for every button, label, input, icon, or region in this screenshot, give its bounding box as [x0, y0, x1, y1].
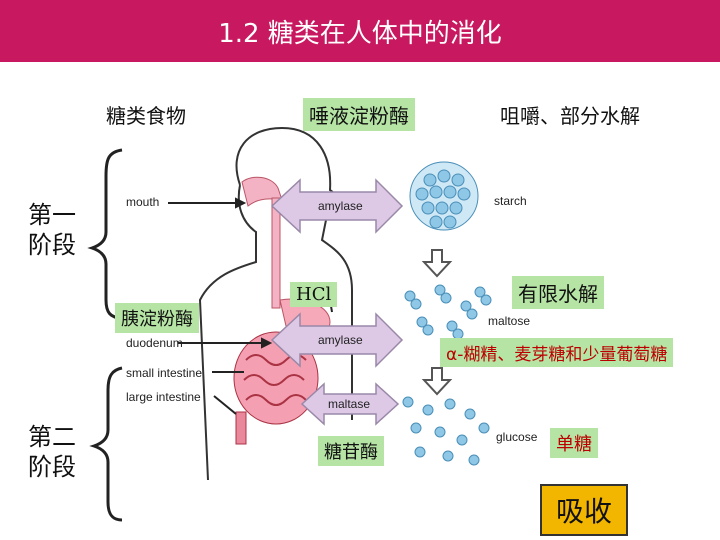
slide-title: 1.2 糖类在人体中的消化	[218, 18, 502, 49]
glycosidase-label: 糖苷酶	[318, 436, 384, 466]
maltose-molecules	[404, 284, 492, 340]
down-arrows	[421, 249, 453, 396]
enzyme-arrows	[270, 178, 404, 426]
absorption-label: 吸收	[540, 484, 629, 536]
maltase-label: maltase	[328, 397, 371, 411]
small-intestine-label: small intestine	[126, 366, 203, 380]
maltase-arrow	[300, 382, 400, 426]
amylase-mid-label: amylase	[318, 333, 363, 347]
amylase-arrow-mid	[270, 312, 404, 368]
esophagus	[241, 176, 283, 309]
starch-label: starch	[494, 194, 527, 208]
large-intestine-label: large intestine	[126, 390, 201, 404]
saliva-enzyme-label: 唾液淀粉酶	[303, 98, 415, 131]
glucose-label: glucose	[496, 430, 538, 444]
starch-molecule	[409, 161, 479, 231]
pancreatic-amylase-label: 胰淀粉酶	[115, 303, 199, 333]
title-bar: 1.2 糖类在人体中的消化	[0, 0, 720, 62]
amylase-top-label: amylase	[318, 199, 363, 213]
hcl-label: HCl	[290, 282, 338, 307]
maltose-label: maltose	[488, 314, 531, 328]
products-label: α-糊精、麦芽糖和少量葡萄糖	[440, 338, 674, 367]
pointer-lines	[168, 197, 333, 415]
stage-first: 第一 阶段	[28, 201, 76, 259]
duodenum-label: duodenum	[126, 336, 183, 350]
brace-second	[89, 366, 123, 522]
chewing-label: 咀嚼、部分水解	[500, 104, 640, 128]
limited-hydrolysis-label: 有限水解	[512, 276, 604, 309]
amylase-arrow-top	[270, 178, 404, 234]
monosaccharide-label: 单糖	[550, 428, 598, 458]
stage-second: 第二 阶段	[28, 423, 76, 481]
brace-first	[87, 148, 123, 320]
mouth-label: mouth	[126, 195, 160, 209]
food-label: 糖类食物	[106, 104, 186, 128]
glucose-molecules	[402, 396, 490, 466]
